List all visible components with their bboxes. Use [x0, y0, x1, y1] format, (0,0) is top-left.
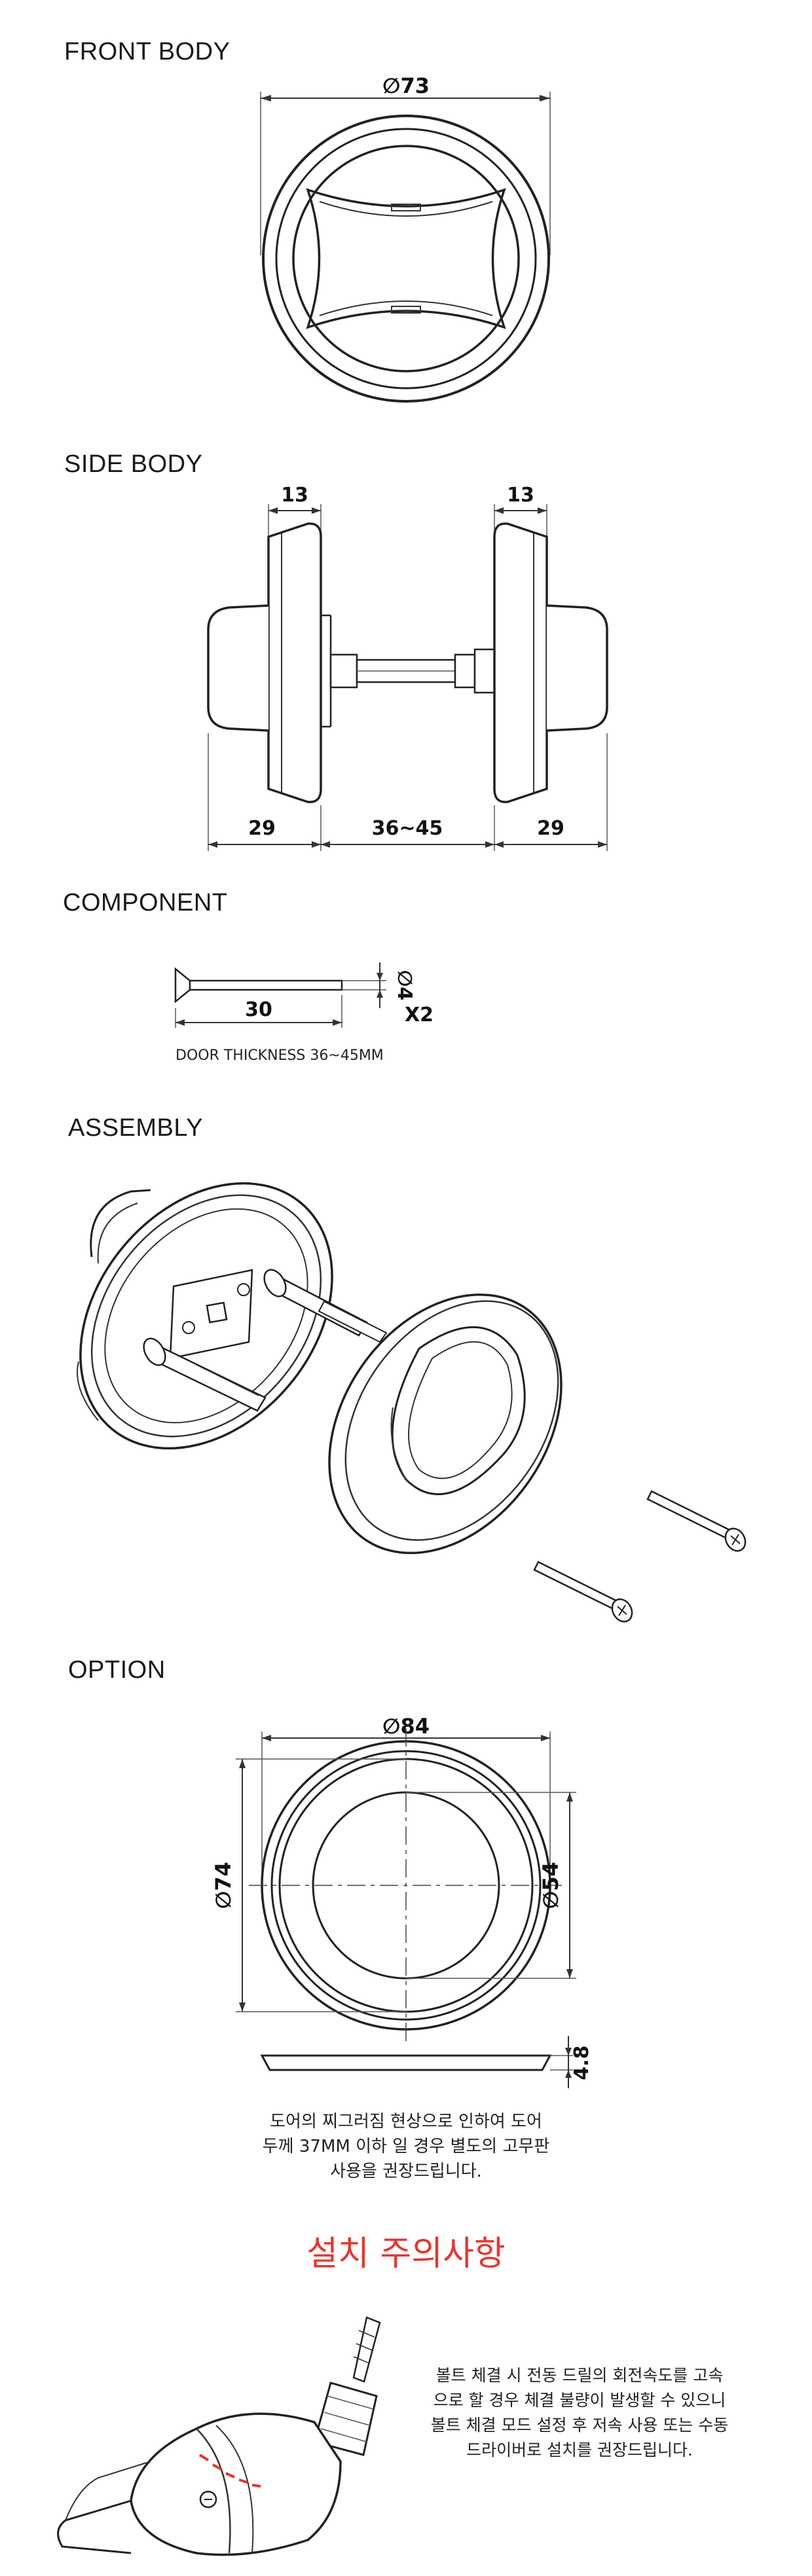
- assembly-drawing: [77, 1182, 747, 1623]
- caution-text: 볼트 체결 시 전동 드릴의 회전속도를 고속 으로 할 경우 체결 불량이 발…: [393, 2363, 766, 2463]
- caution-title: 설치 주의사항: [306, 2234, 506, 2274]
- front-diameter-label: ∅73: [382, 73, 430, 98]
- component-length-label: 30: [245, 998, 272, 1021]
- component-qty-label: X2: [405, 1004, 434, 1026]
- door-thickness-text: DOOR THICKNESS 36~45MM: [175, 1047, 384, 1064]
- caution-line4: 드라이버로 설치를 권장드립니다.: [466, 2440, 693, 2459]
- caution-line1: 볼트 체결 시 전동 드릴의 회전속도를 고속: [435, 2366, 724, 2385]
- left-rosette: [77, 1182, 388, 1450]
- component-diameter-label: ∅4: [393, 970, 416, 1001]
- option-note-line2: 두께 37MM 이하 일 경우 별도의 고무판: [262, 2137, 550, 2156]
- assembly-screw-1: [646, 1490, 747, 1552]
- option-drawing: ∅84 ∅74 ∅54 4.8: [211, 1714, 593, 2088]
- side-bottom-mid-label: 36~45: [372, 817, 443, 840]
- option-mid-label: ∅74: [211, 1862, 236, 1909]
- option-note-line3: 사용을 권장드립니다.: [330, 2162, 482, 2181]
- side-body-drawing: 13 13 29 36~45 29: [207, 484, 608, 851]
- front-body-drawing: ∅73: [260, 73, 551, 403]
- side-bottom-right-label: 29: [537, 817, 564, 840]
- assembly-screw-2: [533, 1561, 633, 1623]
- option-title: OPTION: [68, 1656, 166, 1684]
- caution-line3: 볼트 체결 모드 설정 후 저속 사용 또는 수동: [430, 2416, 729, 2435]
- drill-illustration: [57, 2316, 381, 2556]
- caution-line2: 으로 할 경우 체결 불량이 발생할 수 있으니: [433, 2391, 726, 2410]
- component-drawing: 30 ∅4 X2: [174, 962, 434, 1028]
- assembly-title: ASSEMBLY: [68, 1114, 204, 1142]
- option-note: 도어의 찌그러짐 현상으로 인하여 도어 두께 37MM 이하 일 경우 별도의…: [210, 2109, 602, 2184]
- option-thickness-label: 4.8: [570, 2045, 593, 2080]
- side-top-right-label: 13: [507, 484, 534, 507]
- component-title: COMPONENT: [63, 889, 228, 916]
- right-rosette: [328, 1293, 563, 1555]
- front-body-title: FRONT BODY: [64, 38, 231, 65]
- option-inner-label: ∅54: [538, 1862, 563, 1909]
- side-body-title: SIDE BODY: [64, 450, 203, 478]
- option-note-line1: 도어의 찌그러짐 현상으로 인하여 도어: [270, 2112, 542, 2132]
- side-top-left-label: 13: [281, 484, 308, 507]
- side-bottom-left-label: 29: [248, 817, 276, 840]
